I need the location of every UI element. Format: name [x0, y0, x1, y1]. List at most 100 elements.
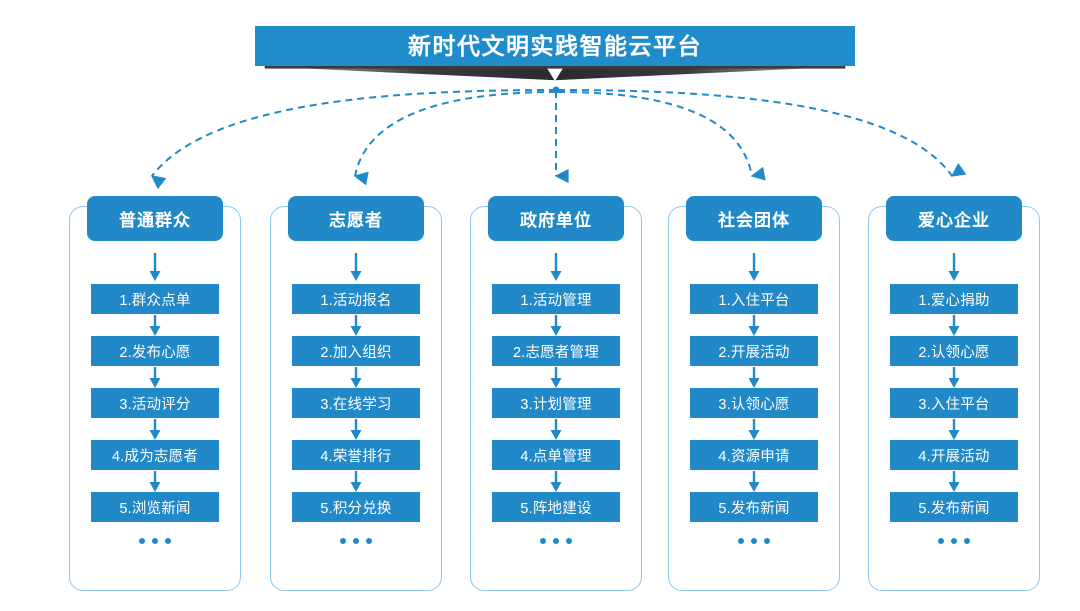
more-indicator[interactable] — [938, 538, 970, 544]
column-header[interactable]: 爱心企业 — [886, 196, 1022, 241]
dot-icon — [366, 538, 372, 544]
arrow-down-icon — [149, 315, 161, 336]
arrow-down-icon — [350, 367, 362, 388]
arrow-down-icon — [550, 315, 562, 336]
step-label: 4.成为志愿者 — [112, 448, 198, 465]
column-header[interactable]: 普通群众 — [87, 196, 223, 241]
step-label: 5.发布新闻 — [918, 500, 990, 517]
step-label: 3.活动评分 — [119, 396, 191, 413]
step-item[interactable]: 3.入住平台 — [890, 388, 1018, 418]
dot-icon — [165, 538, 171, 544]
more-indicator[interactable] — [139, 538, 171, 544]
dot-icon — [764, 538, 770, 544]
connector-arrow-4 — [557, 91, 766, 181]
dot-icon — [938, 538, 944, 544]
arrow-down-icon — [948, 315, 960, 336]
step-list: 1.活动报名 2.加入组织 3.在线学习 4.荣誉排行 5.积分兑换 — [271, 253, 441, 544]
column-volunteer[interactable]: 志愿者 1.活动报名 2.加入组织 3.在线学习 4.荣誉排行 5.积分兑换 — [270, 196, 442, 591]
dot-icon — [353, 538, 359, 544]
step-item[interactable]: 2.开展活动 — [690, 336, 818, 366]
arrow-down-icon — [350, 253, 362, 281]
more-indicator[interactable] — [340, 538, 372, 544]
column-header[interactable]: 志愿者 — [288, 196, 424, 241]
step-label: 1.爱心捐助 — [918, 292, 990, 309]
step-item[interactable]: 3.在线学习 — [292, 388, 420, 418]
step-label: 2.开展活动 — [718, 344, 790, 361]
step-list: 1.群众点单 2.发布心愿 3.活动评分 4.成为志愿者 5.浏览新闻 — [70, 253, 240, 544]
arrow-down-icon — [948, 367, 960, 388]
arrow-down-icon — [550, 419, 562, 440]
step-item[interactable]: 5.阵地建设 — [492, 492, 620, 522]
step-label: 4.开展活动 — [918, 448, 990, 465]
connector-arrow-1 — [150, 89, 557, 190]
column-ordinary-public[interactable]: 普通群众 1.群众点单 2.发布心愿 3.活动评分 4.成为志愿者 5.浏览新闻 — [69, 196, 241, 591]
step-label: 1.群众点单 — [119, 292, 191, 309]
step-label: 2.加入组织 — [320, 344, 392, 361]
step-item[interactable]: 1.爱心捐助 — [890, 284, 1018, 314]
dot-icon — [553, 538, 559, 544]
dot-icon — [540, 538, 546, 544]
step-item[interactable]: 3.活动评分 — [91, 388, 219, 418]
dot-icon — [738, 538, 744, 544]
step-label: 1.活动报名 — [320, 292, 392, 309]
column-header-label: 普通群众 — [119, 211, 191, 230]
step-item[interactable]: 2.加入组织 — [292, 336, 420, 366]
step-item[interactable]: 1.入住平台 — [690, 284, 818, 314]
step-item[interactable]: 3.计划管理 — [492, 388, 620, 418]
arrow-down-icon — [350, 419, 362, 440]
more-indicator[interactable] — [738, 538, 770, 544]
step-label: 3.在线学习 — [320, 396, 392, 413]
arrow-down-icon — [350, 471, 362, 492]
step-label: 3.入住平台 — [918, 396, 990, 413]
step-item[interactable]: 2.志愿者管理 — [492, 336, 620, 366]
connector-arrow-2 — [353, 91, 557, 186]
column-header-label: 爱心企业 — [918, 211, 990, 230]
step-item[interactable]: 5.发布新闻 — [690, 492, 818, 522]
step-item[interactable]: 2.认领心愿 — [890, 336, 1018, 366]
arrow-down-icon — [149, 253, 161, 281]
step-item[interactable]: 3.认领心愿 — [690, 388, 818, 418]
more-indicator[interactable] — [540, 538, 572, 544]
step-item[interactable]: 2.发布心愿 — [91, 336, 219, 366]
step-item[interactable]: 5.浏览新闻 — [91, 492, 219, 522]
step-item[interactable]: 4.点单管理 — [492, 440, 620, 470]
caret-down-icon — [547, 68, 563, 82]
step-label: 1.入住平台 — [718, 292, 790, 309]
column-social-group[interactable]: 社会团体 1.入住平台 2.开展活动 3.认领心愿 4.资源申请 5.发布新闻 — [668, 196, 840, 591]
connector-arrow-5 — [557, 89, 967, 177]
arrow-down-icon — [149, 419, 161, 440]
column-government-unit[interactable]: 政府单位 1.活动管理 2.志愿者管理 3.计划管理 4.点单管理 5.阵地建设 — [470, 196, 642, 591]
arrow-down-icon — [948, 419, 960, 440]
step-item[interactable]: 5.积分兑换 — [292, 492, 420, 522]
arrow-down-icon — [350, 315, 362, 336]
step-label: 3.计划管理 — [520, 396, 592, 413]
dot-icon — [152, 538, 158, 544]
step-item[interactable]: 4.开展活动 — [890, 440, 1018, 470]
arrow-down-icon — [948, 471, 960, 492]
step-label: 3.认领心愿 — [718, 396, 790, 413]
step-item[interactable]: 5.发布新闻 — [890, 492, 1018, 522]
step-item[interactable]: 1.活动管理 — [492, 284, 620, 314]
dot-icon — [139, 538, 145, 544]
column-charity-enterprise[interactable]: 爱心企业 1.爱心捐助 2.认领心愿 3.入住平台 4.开展活动 5.发布新闻 — [868, 196, 1040, 591]
step-label: 5.阵地建设 — [520, 500, 592, 517]
step-list: 1.入住平台 2.开展活动 3.认领心愿 4.资源申请 5.发布新闻 — [669, 253, 839, 544]
step-label: 4.点单管理 — [520, 448, 592, 465]
step-label: 4.资源申请 — [718, 448, 790, 465]
step-item[interactable]: 1.活动报名 — [292, 284, 420, 314]
column-header[interactable]: 社会团体 — [686, 196, 822, 241]
page-title: 新时代文明实践智能云平台 — [408, 33, 702, 59]
arrow-down-icon — [748, 315, 760, 336]
step-label: 5.发布新闻 — [718, 500, 790, 517]
arrow-down-icon — [748, 253, 760, 281]
fan-origin-node — [552, 86, 560, 94]
column-header[interactable]: 政府单位 — [488, 196, 624, 241]
step-item[interactable]: 4.资源申请 — [690, 440, 818, 470]
step-item[interactable]: 4.荣誉排行 — [292, 440, 420, 470]
step-label: 1.活动管理 — [520, 292, 592, 309]
step-item[interactable]: 1.群众点单 — [91, 284, 219, 314]
step-item[interactable]: 4.成为志愿者 — [91, 440, 219, 470]
arrow-down-icon — [748, 419, 760, 440]
arrow-down-icon — [748, 367, 760, 388]
